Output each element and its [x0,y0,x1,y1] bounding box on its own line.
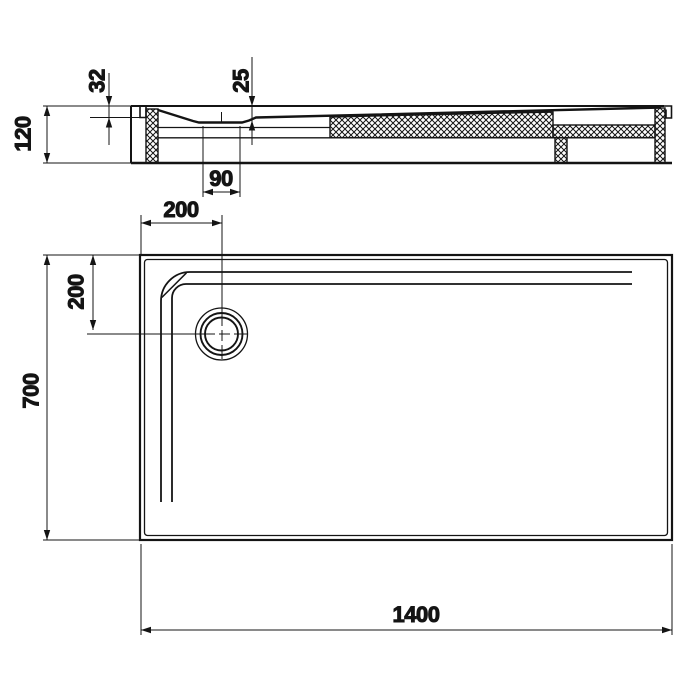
plan-slope-corner-chamfer [161,272,188,299]
foam-leg-left [145,108,159,164]
dim-25-rim-to-drain: 25 [228,57,256,145]
foam-band-left [329,111,554,139]
arrow-up-icon [43,106,51,116]
plan-view [138,253,674,542]
foam-leg-right [654,107,666,164]
arrow-left-icon [203,188,213,196]
plan-outer-edge [138,253,674,542]
arrow-up-icon [89,255,97,265]
arrow-up-icon [105,117,113,128]
arrow-right-icon [230,188,240,196]
dim-1400-tray-length: 1400 [140,544,673,635]
dim-label-700: 700 [19,373,44,408]
arrow-down-icon [43,530,51,540]
drain-centerline-dashes [219,330,247,359]
arrow-left-icon [141,626,151,634]
arrow-down-icon [89,320,97,330]
dim-label-200-left: 200 [64,274,89,309]
dim-90-drain-width: 90 [202,126,241,197]
dimensions: 120 32 25 90 200 [10,57,673,635]
arrow-right-icon [212,219,222,227]
dim-label-120: 120 [11,116,36,151]
dim-label-200-top: 200 [163,197,198,222]
dim-label-1400: 1400 [393,602,440,627]
section-right-lip [664,105,673,119]
dim-200-drain-offset-left: 200 [140,197,223,326]
arrow-down-icon [43,153,51,163]
arrow-up-icon [248,120,256,131]
dim-label-90: 90 [209,166,233,191]
foam-leg-middle [554,137,568,164]
dim-label-32: 32 [85,69,110,93]
dim-label-25: 25 [229,69,254,93]
foam-band-right [552,124,656,139]
section-view [130,105,673,165]
arrow-down-icon [105,96,113,106]
section-left-upstand [139,106,147,119]
plan-slope-edge-outer [160,271,632,502]
section-floor-profile [157,106,662,124]
arrow-right-icon [662,626,672,634]
dim-120-total-height: 120 [10,105,131,164]
dim-200-drain-offset-top: 200 [63,255,215,335]
arrow-up-icon [43,255,51,265]
plan-slope-edge-inner [171,283,632,502]
dim-700-tray-width: 700 [18,254,140,541]
dim-32-rim-to-floor: 32 [84,69,140,145]
arrow-down-icon [248,96,256,106]
arrow-left-icon [141,219,151,227]
plan-inner-edge [143,258,669,537]
